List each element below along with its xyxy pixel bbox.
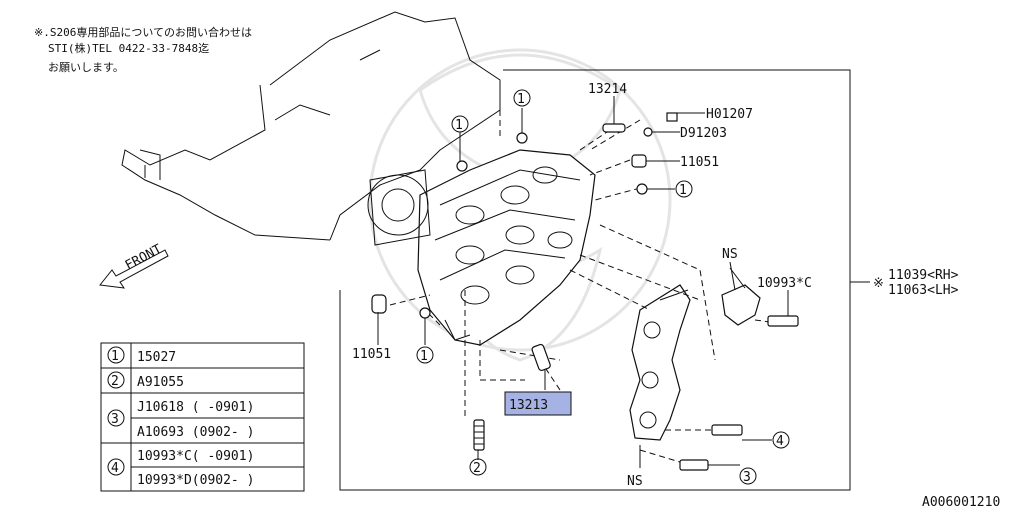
camshaft-carrier bbox=[629, 284, 691, 441]
legend-text-4b: 10993*D(0902- ) bbox=[137, 473, 254, 488]
diagram-id: A006001210 bbox=[922, 495, 1000, 510]
svg-text:4: 4 bbox=[111, 461, 119, 476]
svg-text:3: 3 bbox=[111, 412, 119, 427]
callout-1-right: 1 bbox=[675, 180, 693, 198]
label-ns-bottom: NS bbox=[627, 474, 643, 489]
legend-text-4a: 10993*C( -0901) bbox=[137, 449, 254, 464]
label-11063: 11063<LH> bbox=[888, 283, 959, 298]
frame-lines bbox=[339, 69, 870, 491]
note-line-2: STI(株)TEL 0422-33-7848迄 bbox=[48, 41, 209, 55]
legend-num-2: 2 bbox=[107, 371, 125, 389]
label-ns-top: NS bbox=[722, 247, 738, 262]
label-11051-top: 11051 bbox=[680, 155, 719, 170]
ref-mark: ※ bbox=[873, 276, 884, 291]
svg-text:4: 4 bbox=[776, 434, 784, 449]
label-13213-highlight[interactable]: 13213 bbox=[504, 391, 572, 416]
cylinder-head bbox=[367, 149, 596, 346]
svg-text:1: 1 bbox=[420, 349, 428, 364]
svg-text:3: 3 bbox=[743, 470, 751, 485]
label-11051-left: 11051 bbox=[352, 347, 391, 362]
callout-1-top: 1 bbox=[513, 89, 531, 107]
contact-note: ※.S206専用部品についてのお問い合わせは STI(株)TEL 0422-33… bbox=[34, 25, 252, 74]
callout-4: 4 bbox=[772, 431, 790, 449]
label-H01207: H01207 bbox=[706, 107, 753, 122]
ns-bracket bbox=[721, 261, 761, 326]
svg-text:2: 2 bbox=[473, 461, 481, 476]
svg-text:2: 2 bbox=[111, 374, 119, 389]
small-parts bbox=[371, 112, 799, 471]
legend-table: 1 2 3 4 15027 A91055 J10618 ( -0901) A10… bbox=[100, 342, 305, 492]
callout-2: 2 bbox=[469, 458, 487, 476]
svg-text:1: 1 bbox=[111, 349, 119, 364]
callout-1-bottom: 1 bbox=[416, 346, 434, 364]
label-13213: 13213 bbox=[509, 398, 548, 413]
callout-1-left: 1 bbox=[451, 115, 469, 133]
legend-num-3: 3 bbox=[107, 409, 125, 427]
legend-text-1: 15027 bbox=[137, 350, 176, 365]
label-13214: 13214 bbox=[588, 82, 627, 97]
legend-text-3a: J10618 ( -0901) bbox=[137, 400, 254, 415]
legend-text-2: A91055 bbox=[137, 375, 184, 390]
svg-text:1: 1 bbox=[679, 183, 687, 198]
legend-num-1: 1 bbox=[107, 346, 125, 364]
front-arrow: FRONT bbox=[99, 242, 169, 289]
label-D91203: D91203 bbox=[680, 126, 727, 141]
label-10993C: 10993*C bbox=[757, 276, 812, 291]
note-line-3: お願いします。 bbox=[48, 61, 124, 74]
callout-3: 3 bbox=[739, 467, 757, 485]
legend-text-3b: A10693 (0902- ) bbox=[137, 425, 254, 440]
svg-text:1: 1 bbox=[517, 92, 525, 107]
leader-lines bbox=[377, 96, 789, 468]
note-line-1: ※.S206専用部品についてのお問い合わせは bbox=[34, 25, 252, 39]
legend-num-4: 4 bbox=[107, 458, 125, 476]
label-11039: 11039<RH> bbox=[888, 268, 959, 283]
dashed-guides bbox=[389, 80, 771, 466]
svg-text:1: 1 bbox=[455, 118, 463, 133]
